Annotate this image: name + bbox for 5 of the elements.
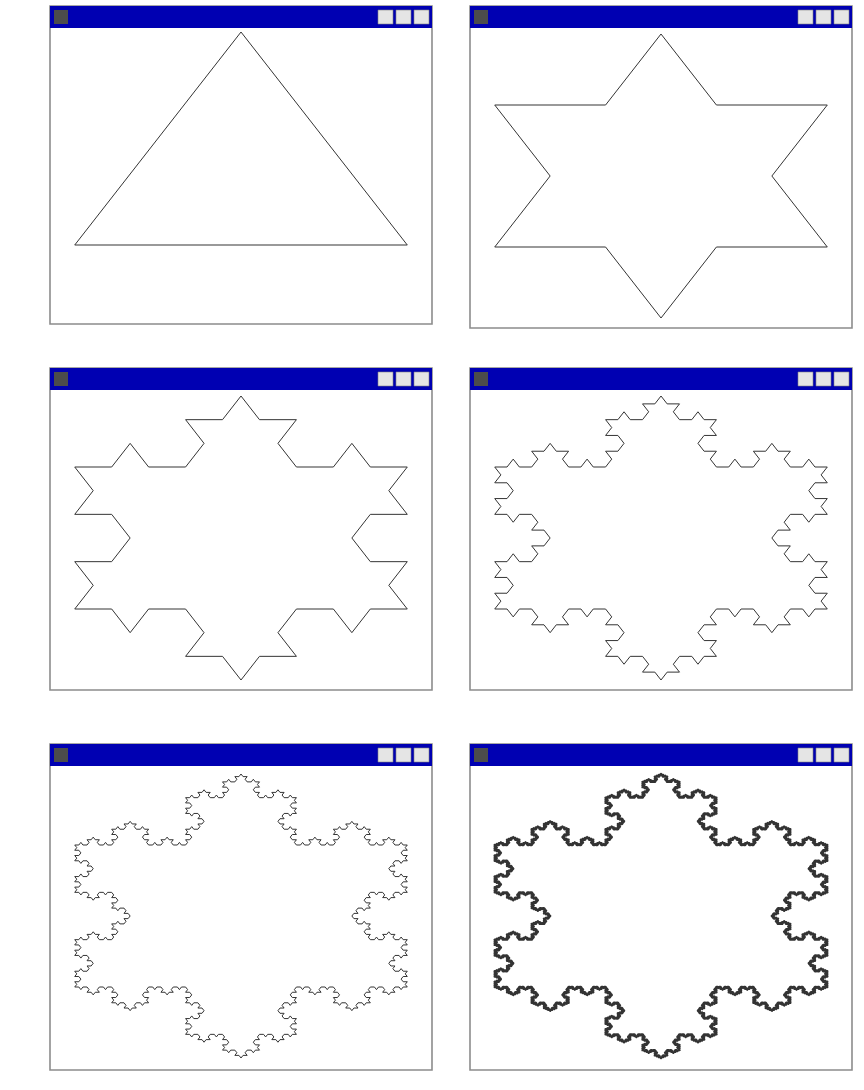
window-frame [49,743,433,1071]
window-frame [469,367,853,691]
window-frame [49,5,433,325]
window-frame [469,5,853,329]
window-frame [49,367,433,691]
